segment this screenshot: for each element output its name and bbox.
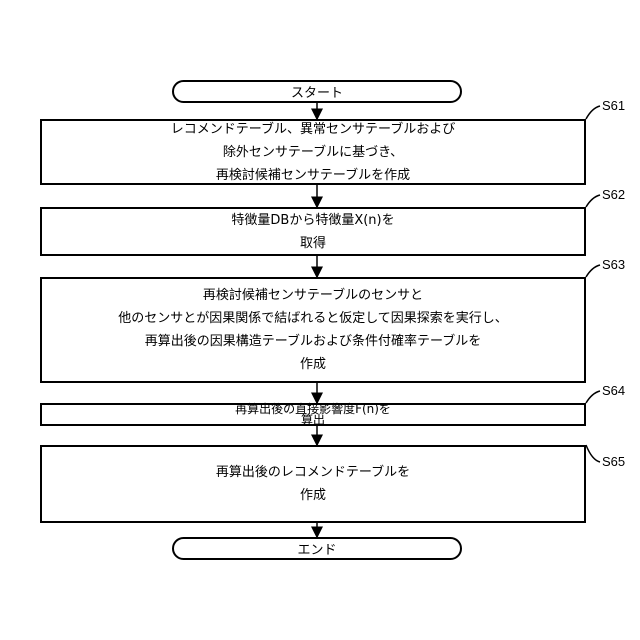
step-s62-line: 特徴量DBから特徴量X(n)を: [231, 209, 394, 232]
start-terminal: スタート: [172, 80, 462, 103]
leader-s61: [586, 106, 600, 119]
leader-s65: [586, 445, 600, 462]
step-s61-box: レコメンドテーブル、異常センサテーブルおよび 除外センサテーブルに基づき、 再検…: [40, 119, 586, 185]
step-s63-line: 作成: [300, 353, 326, 376]
step-s64-box: 再算出後の直接影響度F(n)を 算出: [40, 403, 586, 426]
step-s63-box: 再検討候補センサテーブルのセンサと 他のセンサとが因果関係で結ばれると仮定して因…: [40, 277, 586, 383]
start-label: スタート: [291, 82, 343, 101]
step-s65-line: 作成: [300, 484, 326, 507]
step-s61-line: レコメンドテーブル、異常センサテーブルおよび: [171, 118, 455, 141]
end-label: エンド: [297, 539, 336, 558]
step-s62-line: 取得: [300, 232, 326, 255]
step-s61-line: 除外センサテーブルに基づき、: [223, 141, 403, 164]
step-s62-id: S62: [602, 187, 625, 202]
step-s65-line: 再算出後のレコメンドテーブルを: [216, 461, 410, 484]
step-s64-id: S64: [602, 383, 625, 398]
step-s65-box: 再算出後のレコメンドテーブルを 作成: [40, 445, 586, 523]
leader-s62: [586, 195, 600, 207]
step-s61-line: 再検討候補センサテーブルを作成: [216, 164, 410, 187]
step-s62-box: 特徴量DBから特徴量X(n)を 取得: [40, 207, 586, 256]
step-s63-line: 他のセンサとが因果関係で結ばれると仮定して因果探索を実行し、: [118, 307, 508, 330]
step-s63-line: 再検討候補センサテーブルのセンサと: [203, 284, 423, 307]
leader-s64: [586, 391, 600, 403]
end-terminal: エンド: [172, 537, 462, 560]
step-s61-id: S61: [602, 98, 625, 113]
step-s64-line: 算出: [301, 415, 325, 426]
step-s65-id: S65: [602, 454, 625, 469]
leader-s63: [586, 265, 600, 277]
step-s63-id: S63: [602, 257, 625, 272]
step-s63-line: 再算出後の因果構造テーブルおよび条件付確率テーブルを: [145, 330, 481, 353]
